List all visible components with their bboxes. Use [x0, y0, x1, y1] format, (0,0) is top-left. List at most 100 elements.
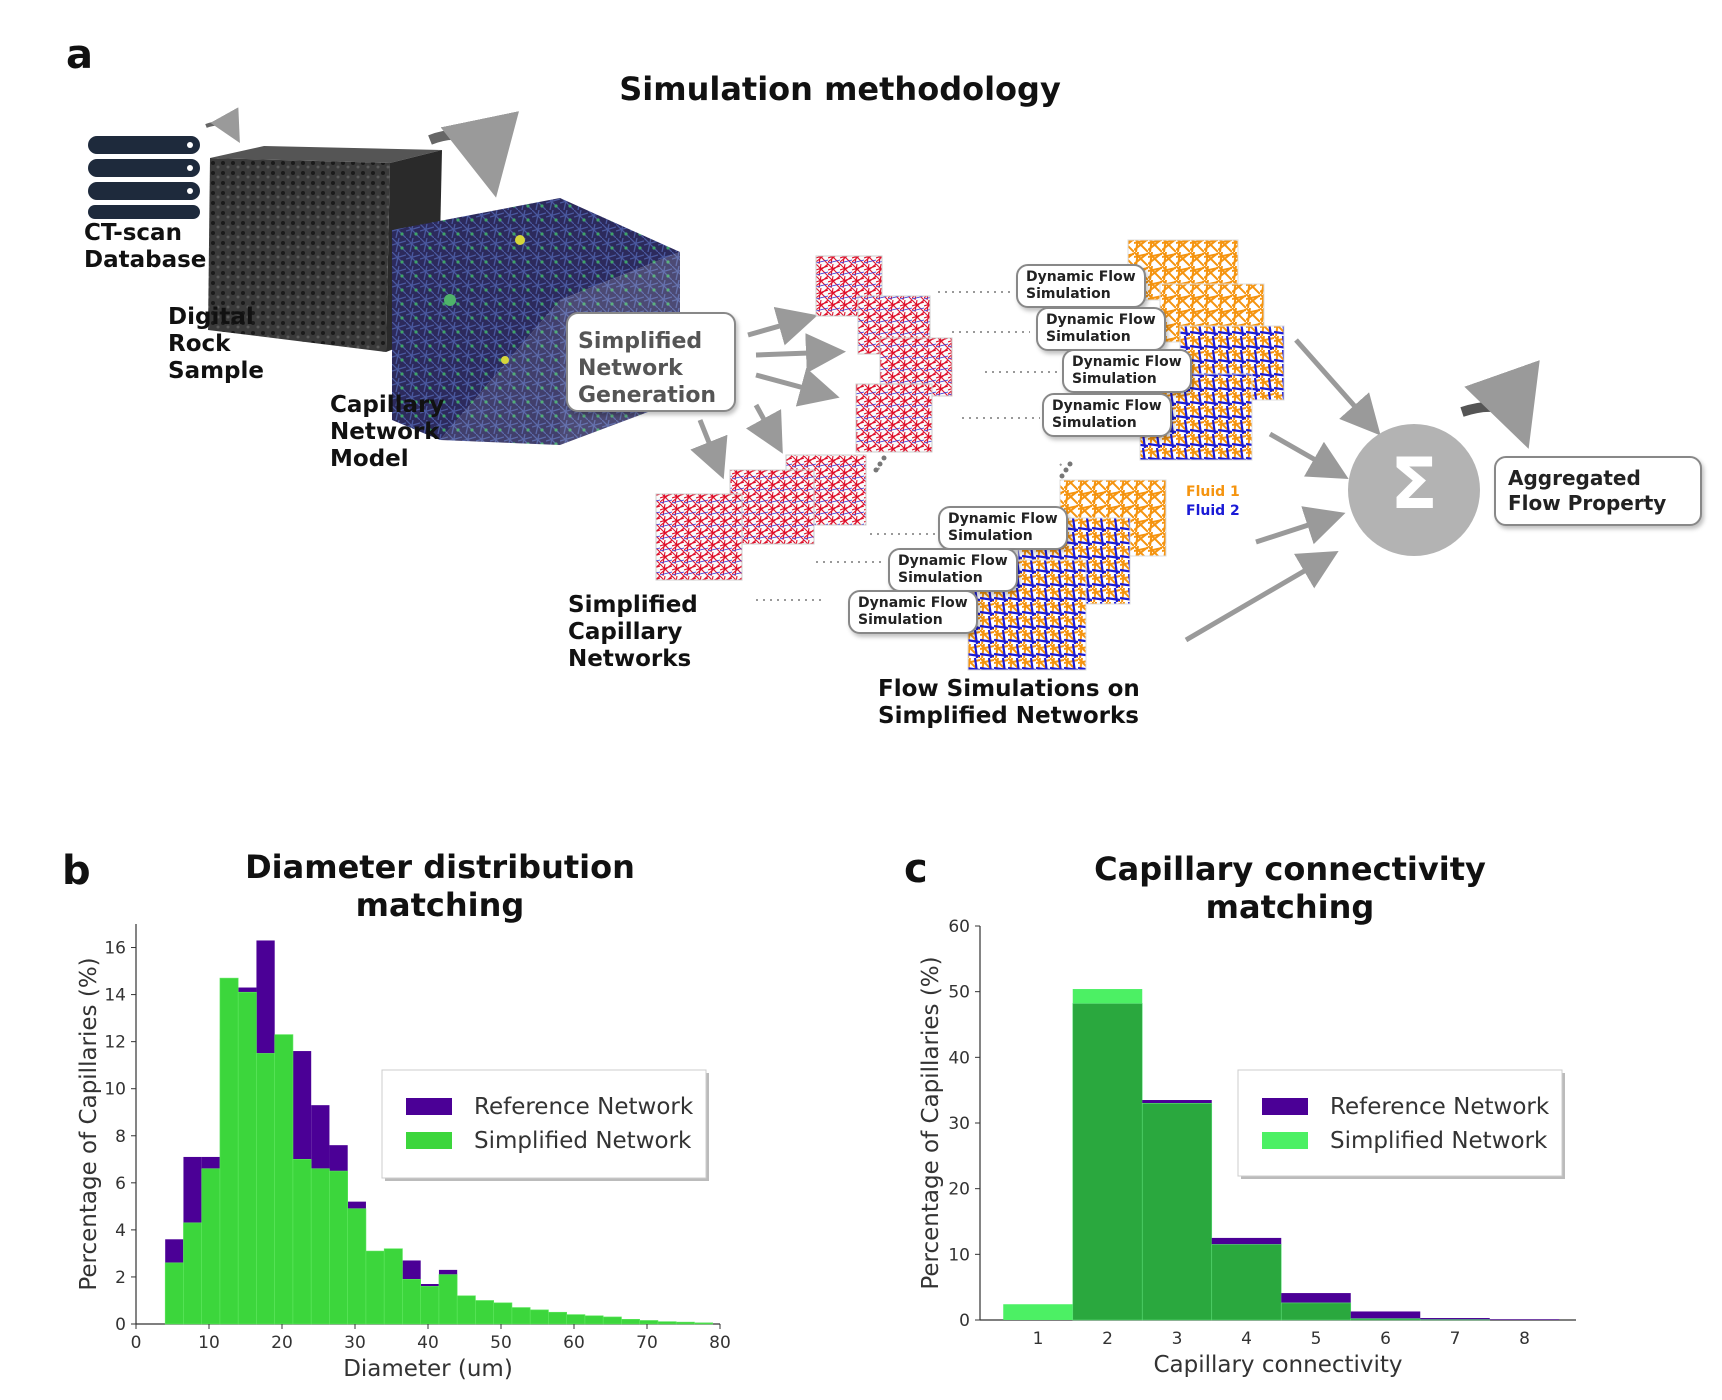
- generation-arrows: [690, 306, 846, 480]
- y-tick-label: 20: [948, 1180, 970, 1200]
- reference-bar: [1420, 1318, 1490, 1320]
- simplified-bar: [256, 1053, 276, 1325]
- x-tick-label: 10: [198, 1333, 220, 1353]
- x-tick-label: 8: [1519, 1329, 1530, 1349]
- simplified-bar: [621, 1318, 641, 1325]
- x-tick-label: 60: [563, 1333, 585, 1353]
- x-axis-title: Capillary connectivity: [1153, 1352, 1402, 1378]
- reference-bar: [584, 1316, 604, 1324]
- reference-bar: [165, 1239, 184, 1324]
- simplified-bar: [511, 1307, 531, 1325]
- y-tick-label: 2: [115, 1268, 126, 1288]
- x-tick-label: 7: [1450, 1329, 1461, 1349]
- x-tick-label: 40: [417, 1333, 439, 1353]
- reference-bar: [676, 1322, 695, 1324]
- reference-bar: [201, 1156, 220, 1324]
- fluid2-label: Fluid 2: [1186, 503, 1240, 519]
- simplified-networks-upper: [815, 255, 953, 453]
- panel-a-title: Simulation methodology: [619, 70, 1061, 108]
- x-tick-label: 1: [1033, 1329, 1044, 1349]
- ct-scan-label: CT-scan Database: [84, 220, 207, 273]
- legend-swatch-reference: [406, 1098, 452, 1115]
- reference-bar: [457, 1300, 476, 1324]
- capillary-model-label: Capillary Network Model: [330, 392, 445, 472]
- simplified-bar: [475, 1300, 495, 1325]
- reference-bar: [256, 940, 275, 1324]
- legend-box: [381, 1069, 707, 1179]
- sum-circle: [1348, 424, 1480, 556]
- db-to-rock-arrow: [205, 107, 240, 143]
- x-tick-label: 0: [131, 1333, 142, 1353]
- aggregated-box: Aggregated Flow Property: [1494, 456, 1702, 526]
- reference-bar: [1350, 1311, 1421, 1319]
- x-tick-label: 5: [1311, 1329, 1322, 1349]
- reference-bar: [530, 1312, 549, 1324]
- reference-bar: [183, 1156, 202, 1324]
- digital-rock-label: Digital Rock Sample: [168, 304, 264, 384]
- reference-bar: [566, 1315, 585, 1324]
- x-axis-title: Diameter (um): [343, 1356, 513, 1382]
- y-tick-label: 50: [948, 983, 970, 1003]
- reference-bar: [384, 1267, 403, 1324]
- fluid1-label: Fluid 1: [1186, 484, 1240, 500]
- reference-bar: [347, 1201, 366, 1324]
- simplified-bar: [383, 1248, 403, 1325]
- reference-bar: [1281, 1293, 1351, 1303]
- simplified-bar: [657, 1321, 677, 1325]
- simplified-bar: [201, 1168, 221, 1325]
- reference-bar: [548, 1314, 567, 1324]
- reference-bar: [274, 1051, 293, 1324]
- simplified-bar: [1003, 1304, 1073, 1320]
- legend-shadow: [385, 1073, 709, 1181]
- y-tick-label: 10: [104, 1080, 126, 1100]
- flow-sims-label: Flow Simulations on Simplified Networks: [878, 676, 1140, 729]
- y-tick-label: 0: [115, 1315, 126, 1335]
- simplified-bar: [329, 1170, 349, 1325]
- sum-to-aggregated-arrow: [1460, 360, 1540, 449]
- reference-bar: [420, 1284, 439, 1324]
- overlap-bar: [1141, 1103, 1213, 1321]
- y-tick-label: 8: [115, 1127, 126, 1147]
- aggregation-arrows: [1184, 338, 1381, 643]
- y-tick-label: 12: [104, 1033, 126, 1053]
- x-tick-label: 50: [490, 1333, 512, 1353]
- panel-b-letter: b: [62, 848, 91, 894]
- reference-bar: [292, 1051, 312, 1324]
- sum-symbol: Σ: [1390, 443, 1438, 525]
- simplified-bar: [694, 1322, 714, 1325]
- panel-a-letter: a: [66, 32, 93, 78]
- legend-box: [1237, 1069, 1563, 1177]
- simplified-networks-lower: [655, 454, 867, 581]
- simplified-bar: [274, 1034, 294, 1325]
- x-tick-label: 4: [1241, 1329, 1252, 1349]
- legend-swatch-reference: [1262, 1098, 1308, 1115]
- simplified-bar: [438, 1274, 458, 1325]
- simplified-bar: [164, 1262, 184, 1325]
- simplified-bar: [675, 1321, 695, 1325]
- reference-bar: [694, 1322, 713, 1324]
- simplified-bar: [566, 1314, 586, 1325]
- dynamic-flow-box-4: Dynamic Flow Simulation: [1042, 393, 1172, 437]
- reference-bar: [621, 1319, 640, 1324]
- y-tick-label: 40: [948, 1048, 970, 1068]
- simplified-bar: [347, 1208, 367, 1325]
- x-tick-label: 20: [271, 1333, 293, 1353]
- reference-bar: [1211, 1237, 1282, 1245]
- reference-bar: [1489, 1319, 1560, 1320]
- x-tick-label: 80: [709, 1333, 731, 1353]
- simplified-bar: [456, 1295, 476, 1325]
- ellipsis-dots: [873, 455, 1073, 479]
- simplified-bar: [219, 977, 239, 1325]
- reference-bar: [329, 1145, 348, 1324]
- x-tick-label: 30: [344, 1333, 366, 1353]
- reference-bar: [493, 1305, 512, 1324]
- simplified-bar: [529, 1309, 549, 1325]
- simplified-bar: [548, 1311, 568, 1325]
- y-tick-label: 60: [948, 917, 970, 937]
- y-tick-label: 6: [115, 1174, 126, 1194]
- simplified-generation-box: Simplified Network Generation: [566, 312, 736, 412]
- simplified-bar: [365, 1250, 385, 1325]
- reference-bar: [639, 1320, 658, 1324]
- dynamic-flow-box-6: Dynamic Flow Simulation: [888, 548, 1018, 592]
- reference-bar: [238, 987, 257, 1324]
